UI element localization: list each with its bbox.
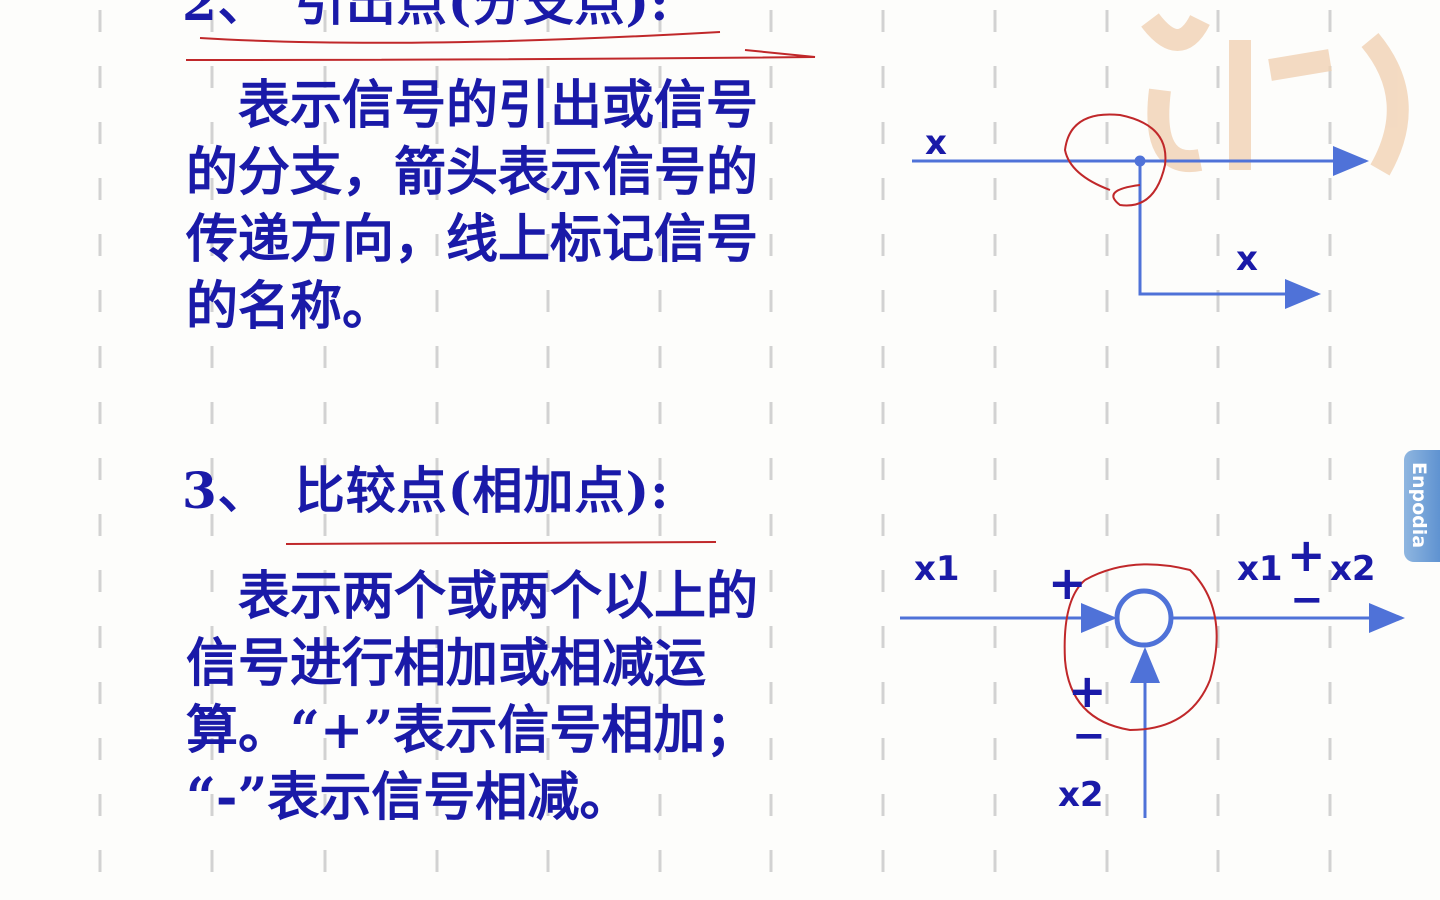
plus-sign-input2: + (1068, 664, 1107, 718)
comparator-circle (1114, 588, 1174, 648)
branch-input-label: x (925, 123, 947, 163)
text-line: 表示两个或两个以上的 (186, 566, 759, 627)
output-label: x1 (1237, 549, 1283, 589)
output-label-x2: x2 (1330, 549, 1376, 589)
section2-heading: 2、 引出点(分支点): (182, 0, 670, 32)
text-line: 的名称。 (186, 276, 395, 337)
branch-point (1134, 155, 1146, 167)
enpodia-side-tab[interactable]: Enpodia (1404, 450, 1440, 562)
section3-heading: 3、 比较点(相加点): (182, 461, 670, 520)
text-line: 传递方向，线上标记信号 (186, 209, 759, 270)
plus-sign-input1: + (1048, 556, 1087, 610)
input1-label: x1 (914, 549, 960, 589)
branch-line (1138, 161, 1321, 309)
input2-label: x2 (1058, 775, 1104, 815)
section3-description: 表示两个或两个以上的 信号进行相加或相减运 算。“+”表示信号相加； “-”表示… (186, 563, 826, 831)
section2-description: 表示信号的引出或信号 的分支，箭头表示信号的 传递方向，线上标记信号 的名称。 (186, 72, 826, 340)
branch-output-label: x (1236, 239, 1258, 279)
plus-sign-output: + (1287, 528, 1326, 582)
red-annotations (185, 31, 1218, 732)
minus-sign-output: − (1290, 577, 1324, 623)
text-line: 算。“+”表示信号相加； (186, 700, 758, 761)
minus-sign-input2: − (1072, 713, 1106, 759)
text-line: 表示信号的引出或信号 (186, 75, 759, 136)
side-tab-label: Enpodia (1408, 462, 1430, 549)
text-line: “-”表示信号相减。 (186, 767, 632, 828)
text-line: 信号进行相加或相减运 (186, 633, 707, 694)
text-line: 的分支，箭头表示信号的 (186, 142, 759, 203)
